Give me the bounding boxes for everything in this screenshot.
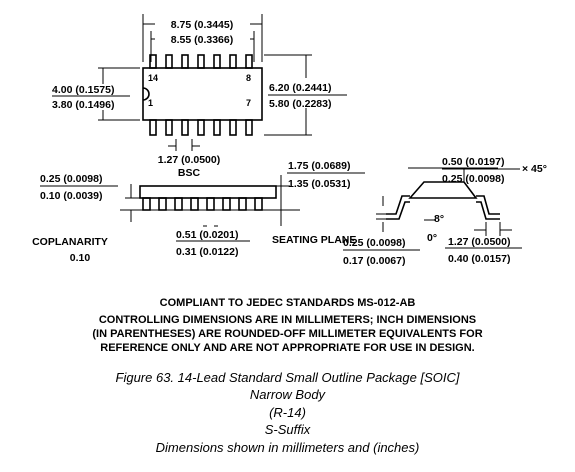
pin-label-7: 7 (246, 98, 251, 108)
end-view: 0.50 (0.0197) 0.25 (0.0098) × 45° 8° 0° … (343, 156, 547, 267)
upper-leads (149, 54, 253, 69)
foot-length-min: 0.40 (0.0157) (448, 253, 510, 265)
figure-caption-body: Narrow Body (249, 387, 326, 402)
lower-leads (149, 119, 253, 136)
controlling-dimensions-note-3: REFERENCE ONLY AND ARE NOT APPROPRIATE F… (100, 342, 475, 354)
figure-caption-model: (R-14) (269, 405, 306, 420)
lead-angle-max: 8° (434, 213, 444, 225)
seated-height-max: 1.75 (0.0689) (288, 160, 350, 172)
lead-thickness-min: 0.17 (0.0067) (343, 255, 405, 267)
coplanarity-value: 0.10 (70, 252, 91, 264)
chamfer-min: 0.25 (0.0098) (442, 173, 504, 185)
side-leads (142, 197, 263, 211)
lead-pitch-note: BSC (178, 167, 201, 179)
figure-caption-units: Dimensions shown in millimeters and (inc… (155, 440, 420, 455)
coplanarity-label: COPLANARITY (32, 236, 108, 248)
end-lead-right (476, 195, 500, 215)
figure-caption-suffix: S-Suffix (264, 422, 311, 437)
controlling-dimensions-note-1: CONTROLLING DIMENSIONS ARE IN MILLIMETER… (98, 314, 477, 326)
lead-thickness-max: 0.25 (0.0098) (343, 237, 405, 249)
seating-plane-label: SEATING PLANE (272, 234, 356, 246)
lead-width-min: 0.31 (0.0122) (176, 246, 238, 258)
standoff-min: 0.10 (0.0039) (40, 190, 102, 202)
lead-width-max: 0.51 (0.0201) (176, 229, 238, 241)
package-outline-drawing: 8.75 (0.3445) 8.55 (0.3366) 14 8 1 7 (32, 14, 547, 267)
figure-caption-title: Figure 63. 14-Lead Standard Small Outlin… (115, 370, 460, 385)
pin-label-8: 8 (246, 73, 251, 83)
top-width-min: 8.55 (0.3366) (171, 34, 233, 46)
side-body (139, 185, 277, 199)
lead-pitch: 1.27 (0.0500) (158, 154, 220, 166)
lead-angle-min: 0° (427, 232, 437, 244)
top-height-max: 4.00 (0.1575) (52, 84, 114, 96)
chamfer-max: 0.50 (0.0197) (442, 156, 504, 168)
standoff-max: 0.25 (0.0098) (40, 173, 102, 185)
top-height-min: 3.80 (0.1496) (52, 99, 114, 111)
lead-span-min: 5.80 (0.2283) (269, 98, 331, 110)
controlling-dimensions-note-2: (IN PARENTHESES) ARE ROUNDED-OFF MILLIME… (92, 328, 483, 340)
end-lead-left (386, 195, 410, 215)
jedec-standard-note: COMPLIANT TO JEDEC STANDARDS MS-012-AB (159, 297, 416, 309)
pin-label-14: 14 (148, 73, 158, 83)
top-width-max: 8.75 (0.3445) (171, 19, 233, 31)
foot-length-max: 1.27 (0.0500) (448, 236, 510, 248)
pin1-notch (142, 87, 150, 101)
side-view: 0.25 (0.0098) 0.10 (0.0039) 1.75 (0.0689… (32, 160, 365, 264)
top-view: 8.75 (0.3445) 8.55 (0.3366) 14 8 1 7 (48, 14, 350, 179)
pin-label-1: 1 (148, 98, 153, 108)
chamfer-angle: × 45° (522, 163, 547, 175)
seated-height-min: 1.35 (0.0531) (288, 178, 350, 190)
package-body (142, 67, 263, 121)
lead-span-max: 6.20 (0.2441) (269, 82, 331, 94)
